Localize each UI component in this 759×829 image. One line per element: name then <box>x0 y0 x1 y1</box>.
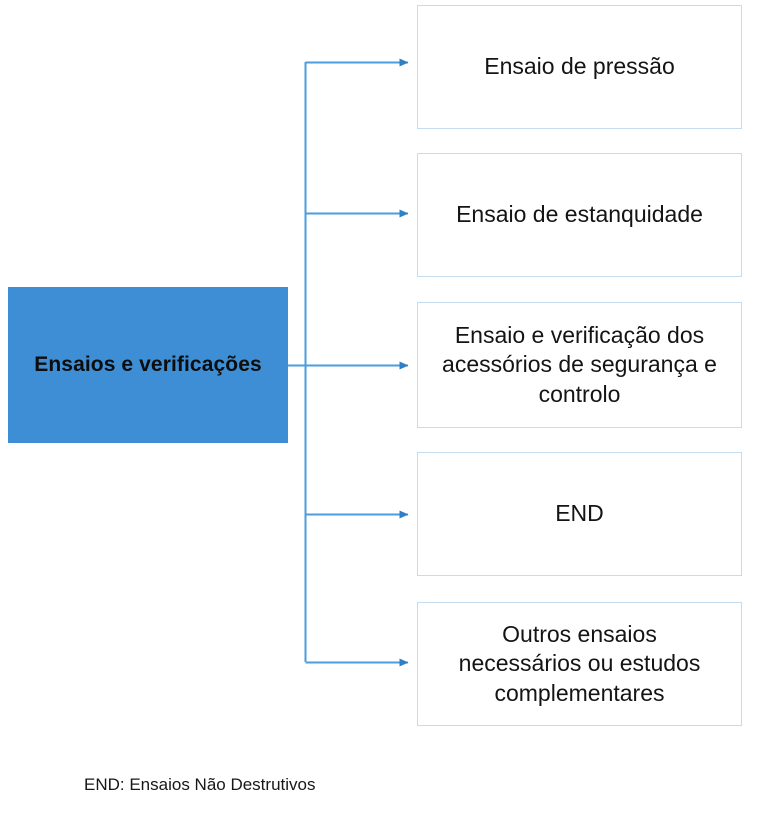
node-ensaio-de-estanquidade[interactable]: Ensaio de estanquidade <box>417 153 742 277</box>
node-ensaio-de-pressao[interactable]: Ensaio de pressão <box>417 5 742 129</box>
node-ensaios-e-verificacoes[interactable]: Ensaios e verificações <box>8 287 288 443</box>
node-label: Ensaio e verificação dos acessórios de s… <box>442 321 717 407</box>
diagram-caption-legend: END: Ensaios Não Destrutivos <box>84 775 316 794</box>
node-label: Ensaios e verificações <box>34 352 262 376</box>
node-label: Ensaio de pressão <box>484 53 675 80</box>
node-label: Ensaio de estanquidade <box>456 201 703 228</box>
node-end[interactable]: END <box>417 452 742 576</box>
node-label: END <box>555 500 604 527</box>
node-label: Outros ensaios necessários ou estudos co… <box>458 620 701 706</box>
node-outros-ensaios[interactable]: Outros ensaios necessários ou estudos co… <box>417 602 742 726</box>
node-ensaio-verificacao-acessorios[interactable]: Ensaio e verificação dos acessórios de s… <box>417 302 742 428</box>
